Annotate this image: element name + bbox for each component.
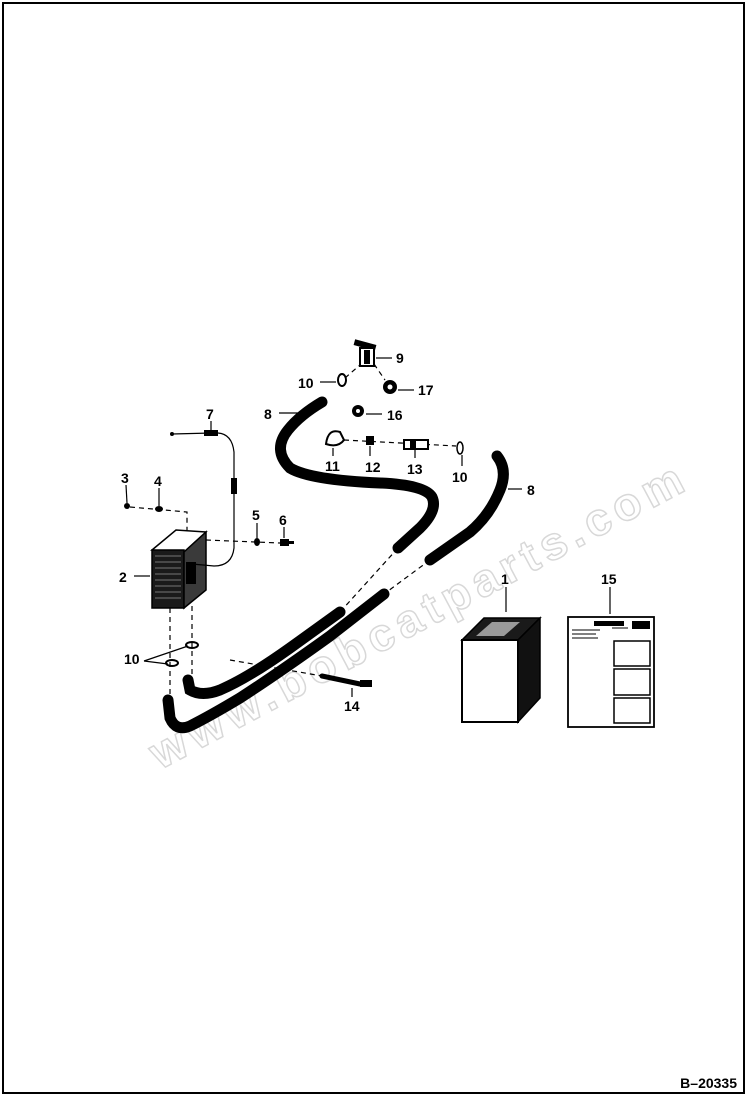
callout-3: 3 xyxy=(121,470,129,486)
hose-clamp-lower-2 xyxy=(185,641,199,649)
adapter-13 xyxy=(403,439,429,450)
heater-hose-lower-left xyxy=(182,606,346,699)
hose-clamp-lower-1 xyxy=(165,659,179,667)
callout-1: 1 xyxy=(501,571,509,587)
callout-2: 2 xyxy=(119,569,127,585)
watermark: www.bobcatparts.com xyxy=(139,450,697,779)
shutoff-valve-9 xyxy=(353,339,377,367)
instruction-sheet xyxy=(567,616,655,728)
callout-8-upper: 8 xyxy=(264,406,272,422)
callout-10-right: 10 xyxy=(452,469,468,485)
screw-3 xyxy=(124,503,130,509)
callout-10-top: 10 xyxy=(298,375,314,391)
hose-clamp-10-top xyxy=(337,373,347,387)
heater-hose-upper xyxy=(275,396,439,554)
figure-reference: B–20335 xyxy=(680,1075,737,1091)
washer-5 xyxy=(254,538,260,546)
hose-clamp-10-right xyxy=(456,441,464,455)
leader-lines xyxy=(125,357,611,697)
callout-5: 5 xyxy=(252,507,260,523)
heater-kit-box xyxy=(460,616,542,724)
callout-13: 13 xyxy=(407,461,423,477)
callout-6: 6 xyxy=(279,512,287,528)
callout-16: 16 xyxy=(387,407,403,423)
callout-10-lower: 10 xyxy=(124,651,140,667)
elbow-11 xyxy=(324,430,346,447)
control-cable xyxy=(170,430,237,567)
fitting-12 xyxy=(366,436,374,445)
callout-14: 14 xyxy=(344,698,360,714)
cap-16 xyxy=(352,405,364,417)
callout-9: 9 xyxy=(396,350,404,366)
callout-12: 12 xyxy=(365,459,381,475)
callout-4: 4 xyxy=(154,473,162,489)
callout-15: 15 xyxy=(601,571,617,587)
callout-11: 11 xyxy=(325,458,340,474)
heater-core xyxy=(150,529,208,610)
callout-7: 7 xyxy=(206,406,214,422)
cable-tie-14 xyxy=(319,673,372,687)
callout-8-right: 8 xyxy=(527,482,535,498)
cap-17 xyxy=(383,380,397,394)
heater-hose-right xyxy=(424,450,509,566)
heater-hose-lower-long xyxy=(162,588,390,734)
callout-17: 17 xyxy=(418,382,434,398)
nut-6 xyxy=(280,539,294,546)
